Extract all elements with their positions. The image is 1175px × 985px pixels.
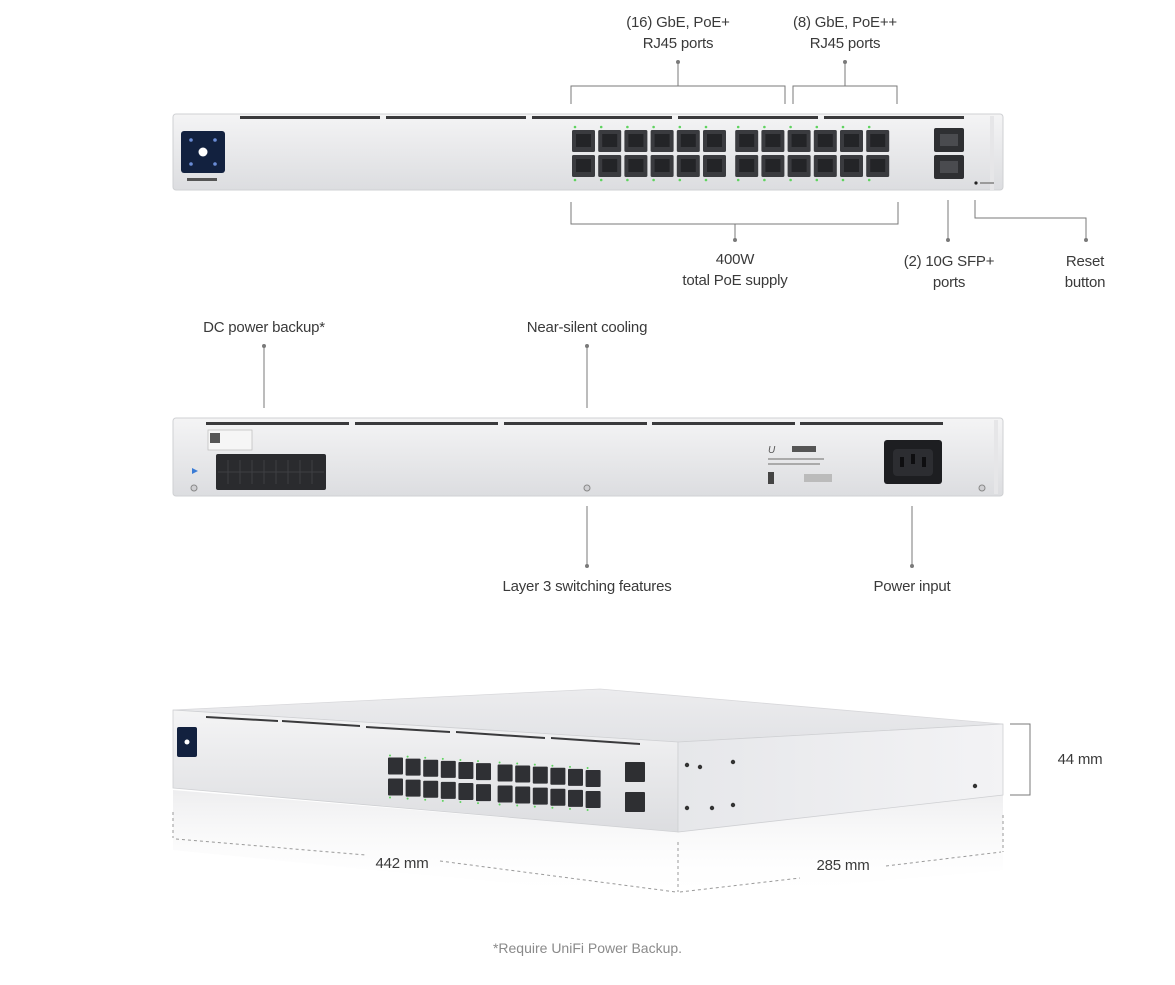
perspective-rj45-ports: [388, 754, 601, 811]
label-line: 400W: [715, 251, 755, 268]
front-rj45-ports: [572, 125, 890, 182]
rj45-port: [476, 763, 491, 781]
rj45-port: [550, 788, 566, 806]
rj45-port: [532, 766, 548, 784]
rj45-port: [568, 768, 583, 786]
label-line: button: [1064, 274, 1106, 291]
label-reset-button: Reset button: [1045, 251, 1125, 293]
rj45-port: [405, 758, 421, 776]
rj45-port: [440, 760, 456, 778]
label-dc-power-backup: DC power backup*: [203, 319, 325, 336]
label-poe-supply: 400W total PoE supply: [655, 249, 815, 291]
perspective-view: [172, 688, 1004, 900]
svg-text:U: U: [768, 445, 776, 456]
label-height: 44 mm: [1057, 751, 1103, 768]
front-callout-lines: [570, 60, 1088, 242]
rj45-port: [568, 789, 583, 807]
ac-power-inlet: [884, 440, 942, 484]
label-sfp-ports: (2) 10G SFP+ ports: [889, 251, 1009, 293]
rj45-port: [440, 781, 456, 799]
label-width: 442 mm: [375, 855, 429, 872]
regulatory-label: U: [768, 445, 832, 484]
touch-display: [181, 131, 225, 173]
label-power-input: Power input: [873, 578, 951, 595]
rj45-port: [585, 790, 601, 808]
label-line: RJ45 ports: [642, 35, 714, 52]
rear-panel: U: [172, 417, 1004, 497]
label-line: (2) 10G SFP+: [903, 253, 995, 270]
label-line: (16) GbE, PoE+: [626, 14, 730, 31]
label-depth: 285 mm: [816, 857, 870, 874]
rj45-port: [458, 761, 474, 779]
label-line: total PoE supply: [682, 272, 788, 289]
dimension-lines: [172, 723, 1031, 893]
rj45-port: [497, 785, 513, 803]
sfp-cages: [934, 128, 964, 179]
rj45-port: [532, 787, 548, 805]
rear-callout-lines: [262, 344, 914, 568]
label-line: (8) GbE, PoE++: [793, 14, 897, 31]
rj45-port: [585, 769, 601, 787]
rj45-port: [423, 759, 439, 777]
label-layer3: Layer 3 switching features: [502, 578, 672, 595]
rj45-port: [423, 780, 439, 798]
rj45-port: [388, 778, 403, 796]
front-panel: [172, 113, 1004, 191]
rj45-port: [515, 786, 531, 804]
rj45-port: [476, 784, 491, 802]
rj45-port: [458, 782, 474, 800]
dc-backup-connector: [192, 429, 326, 490]
label-poe-plus-ports: (16) GbE, PoE+ RJ45 ports: [598, 12, 758, 54]
footnote: *Require UniFi Power Backup.: [492, 940, 683, 956]
label-cooling: Near-silent cooling: [526, 319, 648, 336]
rj45-port: [497, 764, 513, 782]
rj45-port: [405, 779, 421, 797]
label-line: RJ45 ports: [809, 35, 881, 52]
label-line: Reset: [1065, 253, 1105, 270]
rj45-port: [388, 757, 403, 775]
label-line: ports: [932, 274, 966, 291]
rj45-port: [515, 765, 531, 783]
label-poe-plusplus-ports: (8) GbE, PoE++ RJ45 ports: [765, 12, 925, 54]
rj45-port: [550, 767, 566, 785]
